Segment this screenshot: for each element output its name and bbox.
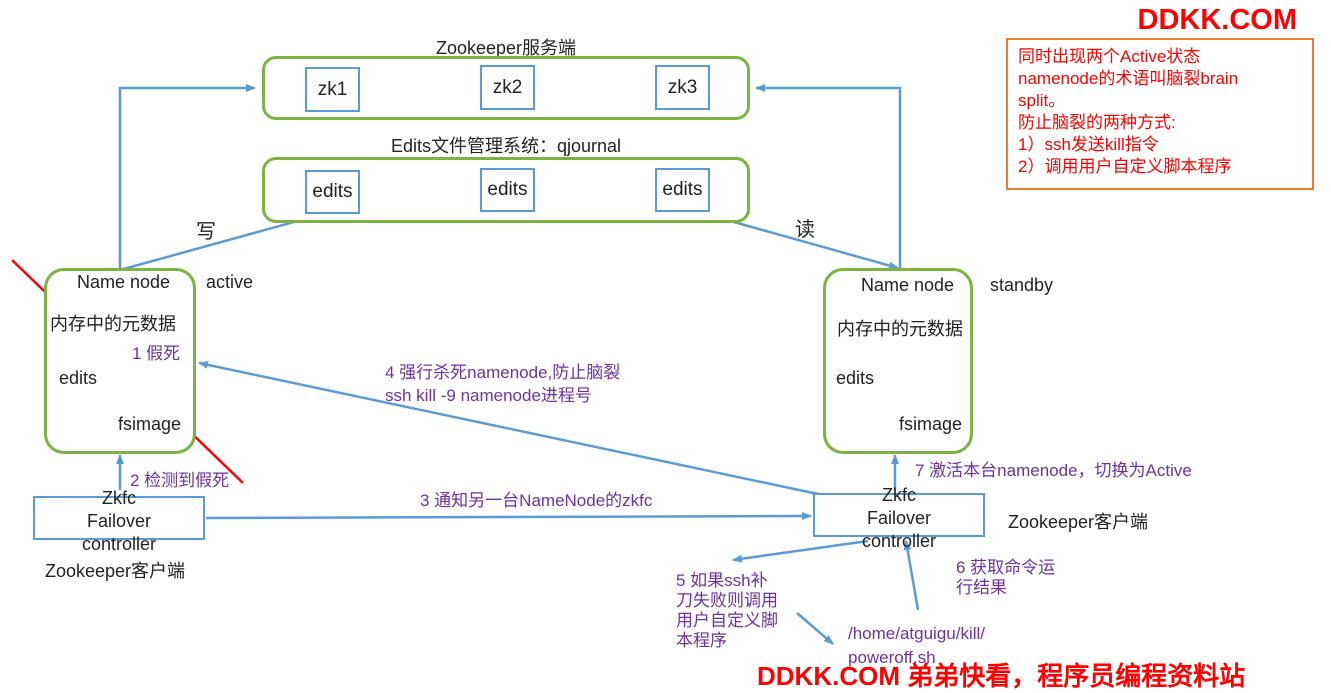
step-5-line-3: 用户自定义脚 (676, 611, 778, 630)
edits-node-3: edits (655, 168, 710, 212)
arrow-script-result (903, 540, 920, 611)
note-line-5: 1）ssh发送kill指令 (1018, 135, 1159, 154)
left-zkfc-line-2: Failover (86, 511, 152, 531)
right-zkfc-line-3: controller (861, 531, 937, 551)
left-namenode-box (44, 268, 196, 454)
right-namenode-title: Name node (861, 275, 955, 295)
right-namenode-fsimage: fsimage (899, 414, 963, 434)
note-line-6: 2）调用用户自定义脚本程序 (1018, 157, 1232, 176)
brand-watermark-top: DDKK.COM (1137, 4, 1298, 36)
step-7-activate: 7 激活本台namenode，切换为Active (915, 461, 1192, 480)
zookeeper-server-title: Zookeeper服务端 (435, 38, 577, 58)
write-label: 写 (196, 221, 216, 243)
step-5-label: 5 如果ssh补 刀失败则调用 用户自定义脚 本程序 (676, 571, 778, 651)
right-namenode-box (823, 268, 973, 454)
right-zkfc-box (813, 493, 985, 537)
note-line-1: 同时出现两个Active状态 (1018, 47, 1201, 66)
arrow-right-namenode-to-zookeeper (755, 84, 902, 270)
brain-split-note: 同时出现两个Active状态 namenode的术语叫脑裂brain split… (1006, 38, 1314, 190)
script-path-line-2: poweroff.sh (848, 648, 936, 667)
edits-node-1: edits (305, 170, 360, 214)
script-path-label: /home/atguigu/kill/ poweroff.sh (848, 622, 985, 670)
left-namenode-fsimage: fsimage (118, 414, 182, 434)
right-namenode-metadata: 内存中的元数据 (837, 319, 963, 339)
zk2-node: zk2 (480, 65, 535, 110)
step-4-line-1: 4 强行杀死namenode,防止脑裂 (385, 363, 621, 382)
brand-watermark-bottom: DDKK.COM 弟弟快看，程序员编程资料站 (757, 661, 1246, 691)
step-5-line-1: 5 如果ssh补 (676, 571, 768, 590)
zk1-node: zk1 (305, 67, 360, 112)
note-line-3: split。 (1018, 91, 1066, 110)
left-namenode-title: Name node (77, 272, 171, 292)
arrow-kill-namenode (198, 360, 819, 496)
step-5-line-2: 刀失败则调用 (676, 591, 778, 610)
left-zkfc-box (33, 496, 205, 540)
left-zookeeper-client-label: Zookeeper客户端 (45, 561, 186, 581)
edits-node-2: edits (480, 168, 535, 212)
step-5-line-4: 本程序 (676, 631, 727, 650)
zk3-node: zk3 (655, 65, 710, 110)
left-namenode-edits: edits (59, 368, 98, 388)
step-1-fake-death: 1 假死 (132, 344, 181, 363)
left-zkfc-line-1: Zkfc (102, 488, 136, 508)
step-3-notify: 3 通知另一台NameNode的zkfc (420, 491, 653, 510)
arrow-notify-zkfc (205, 512, 812, 521)
left-zkfc-line-3: controller (81, 534, 157, 554)
step-6-line-1: 6 获取命令运 (956, 558, 1056, 577)
step-6-label: 6 获取命令运 行结果 (956, 558, 1055, 598)
right-namenode-state: standby (990, 275, 1054, 295)
right-zookeeper-client-label: Zookeeper客户端 (1008, 512, 1149, 532)
qjournal-title: Edits文件管理系统：qjournal (390, 136, 622, 156)
left-zkfc-label: Zkfc Failover controller (33, 487, 205, 556)
arrow-to-script (796, 612, 834, 645)
note-line-4: 防止脑裂的两种方式: (1018, 113, 1176, 132)
arrow-ssh-fail-script (732, 539, 869, 563)
right-namenode-edits: edits (836, 368, 875, 388)
read-label: 读 (795, 219, 815, 241)
left-namenode-metadata: 内存中的元数据 (50, 314, 176, 334)
script-path-line-1: /home/atguigu/kill/ (848, 624, 986, 643)
note-line-2: namenode的术语叫脑裂brain (1018, 69, 1239, 88)
left-namenode-state: active (206, 272, 254, 292)
right-zkfc-line-2: Failover (866, 508, 932, 528)
step-2-detect: 2 检测到假死 (130, 471, 230, 490)
right-zkfc-line-1: Zkfc (882, 485, 916, 505)
step-6-line-2: 行结果 (956, 578, 1007, 597)
step-4-line-2: ssh kill -9 namenode进程号 (385, 386, 592, 405)
arrow-left-namenode-to-zookeeper (118, 84, 256, 270)
right-zkfc-label: Zkfc Failover controller (813, 484, 985, 553)
